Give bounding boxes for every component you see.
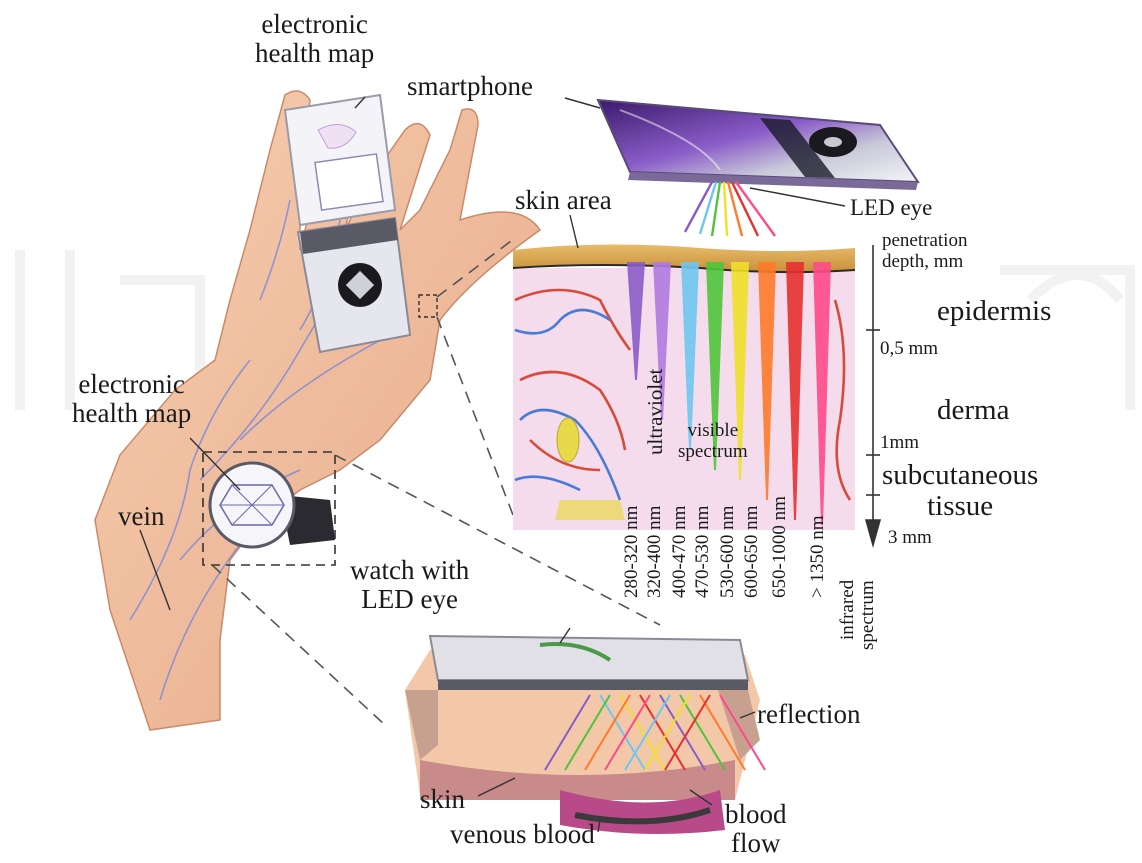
watch-line1: watch with	[350, 556, 469, 585]
health-map-top-line1: electronic	[255, 10, 374, 39]
venous-blood-label: venous blood	[450, 820, 595, 849]
infrared-label-line1: infrared	[838, 580, 858, 640]
health-map-left-line2: health map	[72, 399, 191, 428]
subcutaneous-line2: tissue	[882, 491, 1038, 522]
derma-label: derma	[937, 395, 1009, 426]
wavelength-label: 470-530 nm	[693, 506, 713, 598]
smartphone-device	[598, 100, 918, 190]
blood-flow-line1: blood	[725, 800, 787, 829]
health-map-top-line2: health map	[255, 39, 374, 68]
smartphone-label: smartphone	[407, 72, 533, 101]
depth-1-label: 1mm	[880, 432, 919, 453]
watch-label: watch with LED eye	[350, 556, 469, 614]
wavelength-label: 530-600 nm	[718, 506, 738, 598]
skin-label: skin	[420, 785, 465, 814]
subcutaneous-line1: subcutaneous	[882, 460, 1038, 491]
reflection-label: reflection	[757, 700, 860, 729]
blood-flow-line2: flow	[725, 829, 787, 858]
wavelength-label: 400-470 nm	[670, 506, 690, 598]
vein-label: vein	[118, 502, 165, 531]
depth-05-label: 0,5 mm	[880, 338, 938, 359]
depth-3-label: 3 mm	[888, 527, 932, 548]
smartphone-leader	[565, 98, 600, 108]
visible-line2: spectrum	[678, 441, 748, 462]
health-map-left-label: electronic health map	[72, 370, 191, 428]
penetration-line1: penetration	[882, 230, 967, 251]
epidermis-label: epidermis	[937, 296, 1051, 327]
wavelength-label: 280-320 nm	[622, 506, 642, 598]
visible-line1: visible	[678, 420, 748, 441]
blood-flow-label: blood flow	[725, 800, 787, 858]
health-map-top-label: electronic health map	[255, 10, 374, 68]
visible-spectrum-label: visible spectrum	[678, 420, 748, 462]
watch-line2: LED eye	[350, 585, 469, 614]
skin-area-label: skin area	[515, 186, 612, 215]
health-map-left-line1: electronic	[72, 370, 191, 399]
wavelength-label: 650-1000 nm	[770, 496, 790, 598]
depth-scale	[866, 245, 880, 545]
infrared-label-line2: spectrum	[858, 580, 878, 650]
wavelength-label: 600-650 nm	[742, 506, 762, 598]
wavelength-label: > 1350 nm	[808, 516, 828, 599]
penetration-line2: depth, mm	[882, 251, 967, 272]
led-eye-label: LED eye	[850, 195, 932, 220]
penetration-label: penetration depth, mm	[882, 230, 967, 272]
subcutaneous-label: subcutaneous tissue	[882, 460, 1038, 522]
wavelength-label: 320-400 nm	[645, 506, 665, 598]
ultraviolet-label: ultraviolet	[645, 369, 665, 455]
skin-area-leader	[570, 215, 578, 248]
led-eye-leader	[750, 188, 845, 206]
